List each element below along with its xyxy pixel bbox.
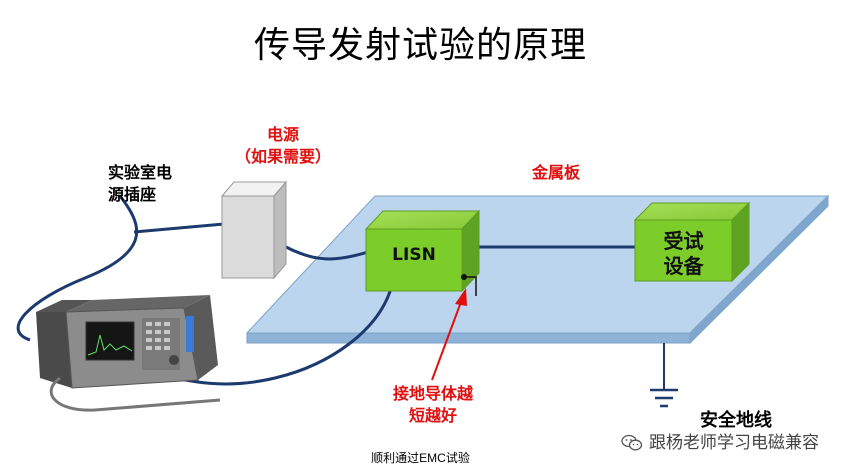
power-supply-label-note: （如果需要） (234, 147, 331, 166)
slide-caption: 顺利通过EMC试验 (371, 451, 470, 465)
power-supply-label-main: 电源 (266, 125, 299, 144)
ground-note-line1: 接地导体越 (392, 384, 473, 403)
ground-symbol (650, 343, 678, 408)
lab-outlet-label: 实验室电 源插座 (108, 162, 172, 206)
lisn-box (364, 209, 481, 296)
ground-note-line2: 短越好 (408, 406, 457, 425)
safety-ground-label: 安全地线 (700, 410, 772, 431)
lab-outlet-label-line2: 源插座 (108, 185, 157, 204)
page-title: 传导发射试验的原理 (253, 25, 587, 66)
watermark-text: 跟杨老师学习电磁兼容 (649, 433, 819, 453)
wechat-icon (621, 434, 643, 451)
ground-note-arrow (431, 288, 467, 381)
power-supply-label: 电源 （如果需要） (228, 124, 338, 168)
eut-box (633, 201, 751, 283)
watermark: 跟杨老师学习电磁兼容 (621, 428, 819, 453)
ground-note-label: 接地导体越 短越好 (378, 383, 488, 427)
lisn-label: LISN (392, 245, 436, 265)
power-supply-box (220, 180, 288, 280)
eut-label-line1: 受试 (663, 229, 704, 253)
lab-outlet-label-line1: 实验室电 (108, 163, 173, 182)
spectrum-analyzer (36, 295, 221, 412)
eut-label: 受试 设备 (635, 229, 732, 279)
eut-label-line2: 设备 (663, 254, 704, 278)
metal-plate-label: 金属板 (531, 163, 580, 182)
